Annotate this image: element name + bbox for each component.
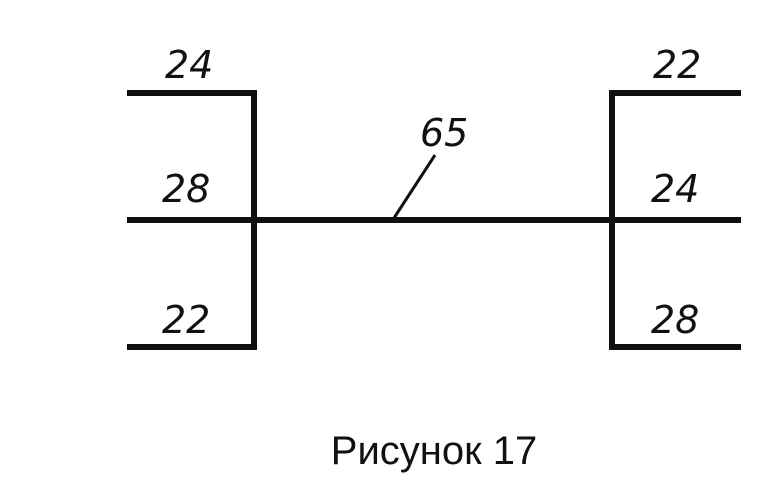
connector-leader-line [392, 154, 437, 219]
right-bracket: 22 24 28 [609, 43, 741, 350]
connector-label: 65 [420, 111, 468, 155]
right-bottom-label: 28 [651, 298, 699, 342]
left-bottom-label: 22 [162, 298, 210, 342]
right-middle-label: 24 [651, 167, 699, 211]
figure-caption: Рисунок 17 [331, 429, 537, 473]
right-top-label: 22 [653, 43, 701, 87]
left-top-label: 24 [165, 43, 213, 87]
left-middle-label: 28 [162, 167, 210, 211]
connector: 65 [251, 111, 615, 223]
left-bracket: 24 28 22 [127, 43, 257, 350]
